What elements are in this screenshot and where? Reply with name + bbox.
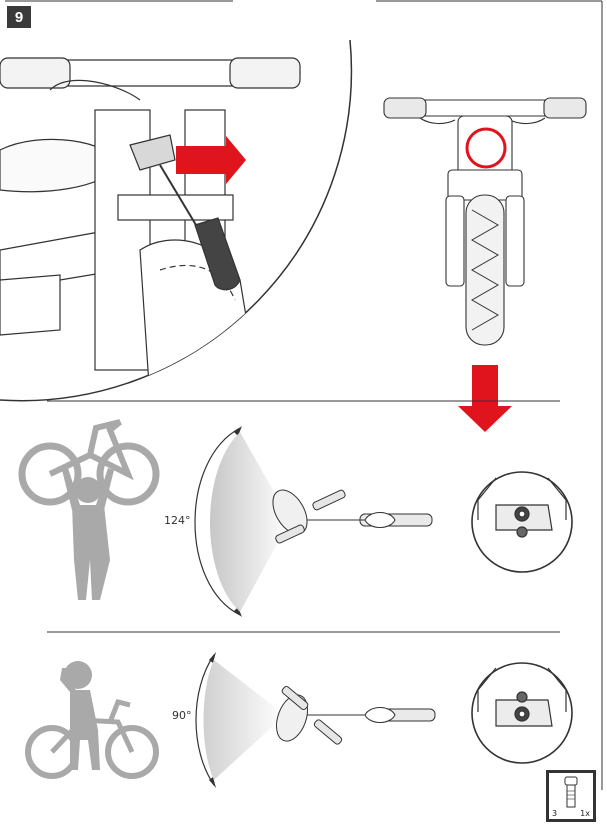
step-number-badge: 9 (7, 6, 31, 28)
detail-circle-low (471, 662, 573, 764)
bike-top-view-low (275, 686, 436, 745)
angle-fan-90 (203, 660, 285, 780)
child-silhouette-riding-bike (25, 661, 159, 779)
left-handle-grip (383, 97, 427, 119)
detail-bike-front (0, 57, 301, 401)
bolt-icon (564, 776, 578, 808)
part-reference: 3 (552, 809, 558, 818)
detail-view-crop (0, 39, 353, 402)
part-quantity: 1x (580, 809, 590, 818)
end-cap (129, 134, 176, 171)
left-grip (0, 57, 71, 89)
child-silhouette-lifting-bike (18, 419, 160, 600)
highlight-circle (465, 127, 507, 169)
angle-arc-90 (195, 654, 215, 786)
part-callout-box: 3 1x (546, 770, 596, 822)
right-handle-grip (543, 97, 587, 119)
front-tire (465, 194, 505, 346)
angle-label-124: 124° (164, 514, 191, 527)
page-frame (5, 0, 603, 790)
angle-fan-124 (210, 432, 290, 612)
angle-label-90: 90° (172, 709, 192, 722)
bike-front-view (383, 97, 587, 346)
red-arrow-down (458, 365, 512, 432)
angle-arc-124 (194, 427, 241, 616)
red-arrow-right (176, 136, 246, 184)
right-grip (229, 57, 301, 89)
detail-circle-high (471, 471, 573, 573)
screwdriver-handle (194, 217, 241, 291)
bike-top-view-high (272, 489, 433, 544)
